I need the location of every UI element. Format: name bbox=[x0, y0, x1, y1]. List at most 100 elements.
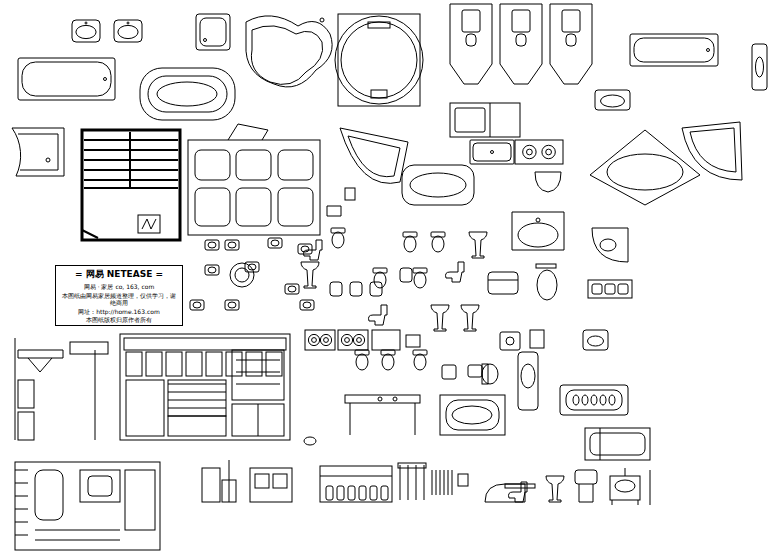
cad-circle bbox=[320, 18, 324, 22]
cad-circle bbox=[353, 334, 364, 345]
cad-rect bbox=[592, 284, 602, 294]
cad-rect bbox=[124, 338, 286, 350]
cad-rect bbox=[268, 238, 282, 248]
cad-line bbox=[612, 500, 613, 505]
cad-line bbox=[408, 465, 409, 500]
cad-rect bbox=[566, 34, 576, 46]
cad-ellipse bbox=[518, 223, 558, 247]
cad-path bbox=[18, 350, 63, 358]
cad-line bbox=[229, 460, 230, 502]
cad-ellipse bbox=[157, 82, 217, 106]
cad-rect bbox=[462, 10, 480, 32]
cad-line bbox=[432, 470, 433, 495]
cad-path bbox=[500, 4, 542, 84]
cad-ellipse bbox=[208, 242, 216, 248]
cad-rect bbox=[338, 330, 368, 350]
cad-rect bbox=[18, 380, 34, 408]
cad-path bbox=[546, 476, 564, 502]
cad-line bbox=[638, 500, 639, 505]
cad-rect bbox=[126, 380, 164, 436]
cad-line bbox=[82, 230, 98, 238]
cad-rect bbox=[630, 34, 718, 66]
cad-rect bbox=[359, 486, 366, 500]
cad-rect bbox=[148, 76, 227, 112]
cad-ellipse bbox=[193, 302, 201, 308]
cad-path bbox=[246, 16, 332, 87]
cad-circle bbox=[345, 338, 350, 343]
cad-rect bbox=[140, 68, 235, 120]
cad-ellipse bbox=[521, 364, 535, 388]
cad-rect bbox=[326, 486, 333, 500]
cad-path bbox=[28, 358, 52, 372]
note-text: 本图纸由网易家居频道整理，仅供学习，谢绝商用 bbox=[60, 292, 178, 307]
cad-rect bbox=[146, 352, 162, 376]
cad-path bbox=[690, 128, 736, 172]
cad-circle bbox=[527, 149, 533, 155]
cad-ellipse bbox=[374, 272, 386, 288]
cad-rect bbox=[585, 428, 650, 460]
cad-ellipse bbox=[452, 406, 492, 424]
cad-rect bbox=[348, 486, 355, 500]
cad-rect bbox=[125, 470, 155, 530]
cad-circle bbox=[324, 338, 329, 343]
cad-ellipse bbox=[573, 395, 579, 405]
cad-circle bbox=[341, 22, 417, 98]
cad-rect bbox=[35, 470, 63, 520]
cad-rect bbox=[518, 352, 538, 410]
cad-rect bbox=[446, 400, 499, 430]
cad-path bbox=[18, 134, 58, 170]
cad-rect bbox=[618, 284, 628, 294]
cad-rect bbox=[166, 352, 182, 376]
cad-rect bbox=[610, 476, 640, 500]
cad-rect bbox=[278, 150, 313, 180]
cad-line bbox=[168, 392, 226, 393]
cad-circle bbox=[357, 338, 362, 343]
cad-rect bbox=[338, 14, 420, 106]
cad-rect bbox=[305, 330, 335, 350]
cad-line bbox=[15, 483, 28, 484]
cad-rect bbox=[402, 165, 474, 205]
cad-line bbox=[488, 280, 518, 281]
cad-path bbox=[469, 232, 487, 258]
cad-rect bbox=[186, 352, 202, 376]
cad-rect bbox=[138, 215, 160, 233]
cad-path bbox=[301, 262, 319, 288]
cad-path bbox=[12, 128, 64, 176]
cad-circle bbox=[536, 218, 540, 222]
cad-circle bbox=[312, 338, 317, 343]
cad-rect bbox=[70, 342, 108, 354]
brand-heading: = 网易 NETEASE = bbox=[60, 269, 178, 280]
cad-line bbox=[15, 522, 28, 523]
cad-line bbox=[15, 496, 28, 497]
cad-rect bbox=[516, 34, 526, 46]
cad-circle bbox=[308, 334, 319, 345]
cad-rect bbox=[206, 352, 222, 376]
cad-rect bbox=[440, 395, 505, 435]
cad-rect bbox=[450, 103, 520, 137]
cad-rect bbox=[400, 268, 412, 282]
cad-line bbox=[84, 187, 178, 189]
cad-circle bbox=[542, 145, 555, 158]
cad-rect bbox=[560, 385, 628, 415]
cad-line bbox=[415, 403, 416, 435]
cad-ellipse bbox=[601, 95, 625, 107]
cad-rect bbox=[473, 143, 511, 161]
cad-rect bbox=[300, 300, 314, 310]
cad-rect bbox=[195, 150, 230, 180]
cad-line bbox=[436, 470, 437, 495]
cad-rect bbox=[195, 188, 230, 226]
cad-path bbox=[550, 4, 592, 84]
fixture-symbols bbox=[12, 4, 767, 550]
cad-ellipse bbox=[382, 354, 394, 370]
cad-rect bbox=[466, 34, 476, 46]
cad-ellipse bbox=[410, 173, 466, 197]
cad-ellipse bbox=[600, 395, 606, 405]
cad-path bbox=[450, 4, 492, 84]
cad-rect bbox=[455, 108, 485, 132]
cad-rect bbox=[202, 468, 220, 502]
cad-path bbox=[142, 219, 156, 229]
cad-rect bbox=[168, 380, 226, 416]
cad-rect bbox=[188, 140, 320, 235]
cad-ellipse bbox=[609, 395, 615, 405]
cad-line bbox=[236, 360, 280, 361]
